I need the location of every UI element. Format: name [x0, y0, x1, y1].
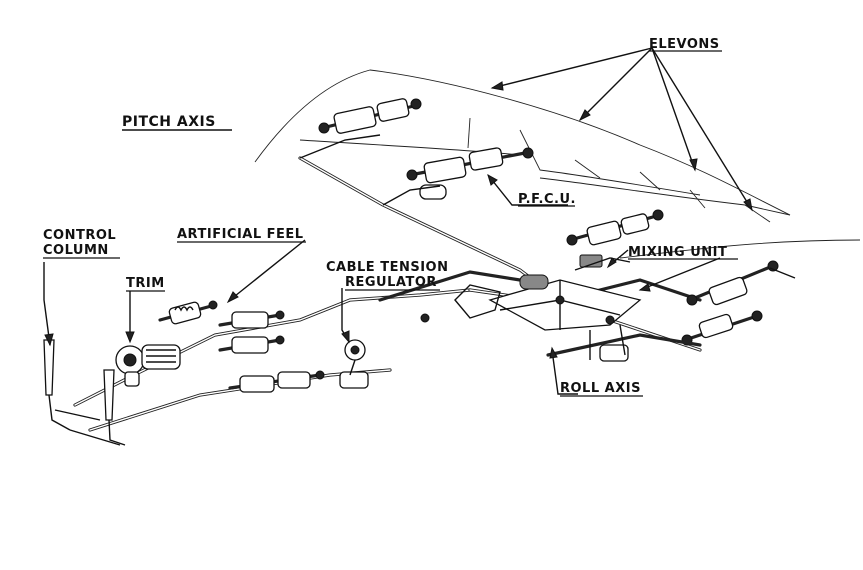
- label-pfcu: P.F.C.U.: [518, 192, 576, 207]
- roll-axis-linkage: [546, 324, 702, 362]
- label-elevons: ELEVONS: [649, 37, 720, 52]
- label-pitch-axis: PITCH AXIS: [122, 114, 216, 130]
- labels: ELEVONS PITCH AXIS P.F.C.U. MIXING UNIT …: [43, 37, 738, 397]
- label-control-column-line-2: COLUMN: [43, 243, 109, 258]
- pfcu-actuator-3: [566, 209, 664, 271]
- pfcu-actuator-2: [382, 147, 534, 206]
- wing-outline: [254, 69, 861, 259]
- trim-mechanism: [115, 344, 181, 387]
- label-control-column-line-1: CONTROL: [43, 228, 116, 243]
- label-cable-tension-line-2: REGULATOR: [345, 275, 437, 290]
- label-mixing-unit: MIXING UNIT: [628, 245, 727, 260]
- label-cable-tension-line-1: CABLE TENSION: [326, 260, 448, 275]
- pfcu-actuator-right: [681, 260, 796, 346]
- pfcu-actuator-1: [299, 98, 422, 159]
- artificial-feel-units: [158, 300, 325, 393]
- leader-lines: [43, 47, 753, 395]
- label-roll-axis: ROLL AXIS: [560, 381, 641, 396]
- control-columns: [43, 339, 126, 446]
- cable-tension-regulator: [339, 313, 430, 389]
- label-trim: TRIM: [126, 276, 165, 291]
- label-artificial-feel: ARTIFICIAL FEEL: [177, 227, 304, 242]
- mixing-unit: [454, 274, 642, 331]
